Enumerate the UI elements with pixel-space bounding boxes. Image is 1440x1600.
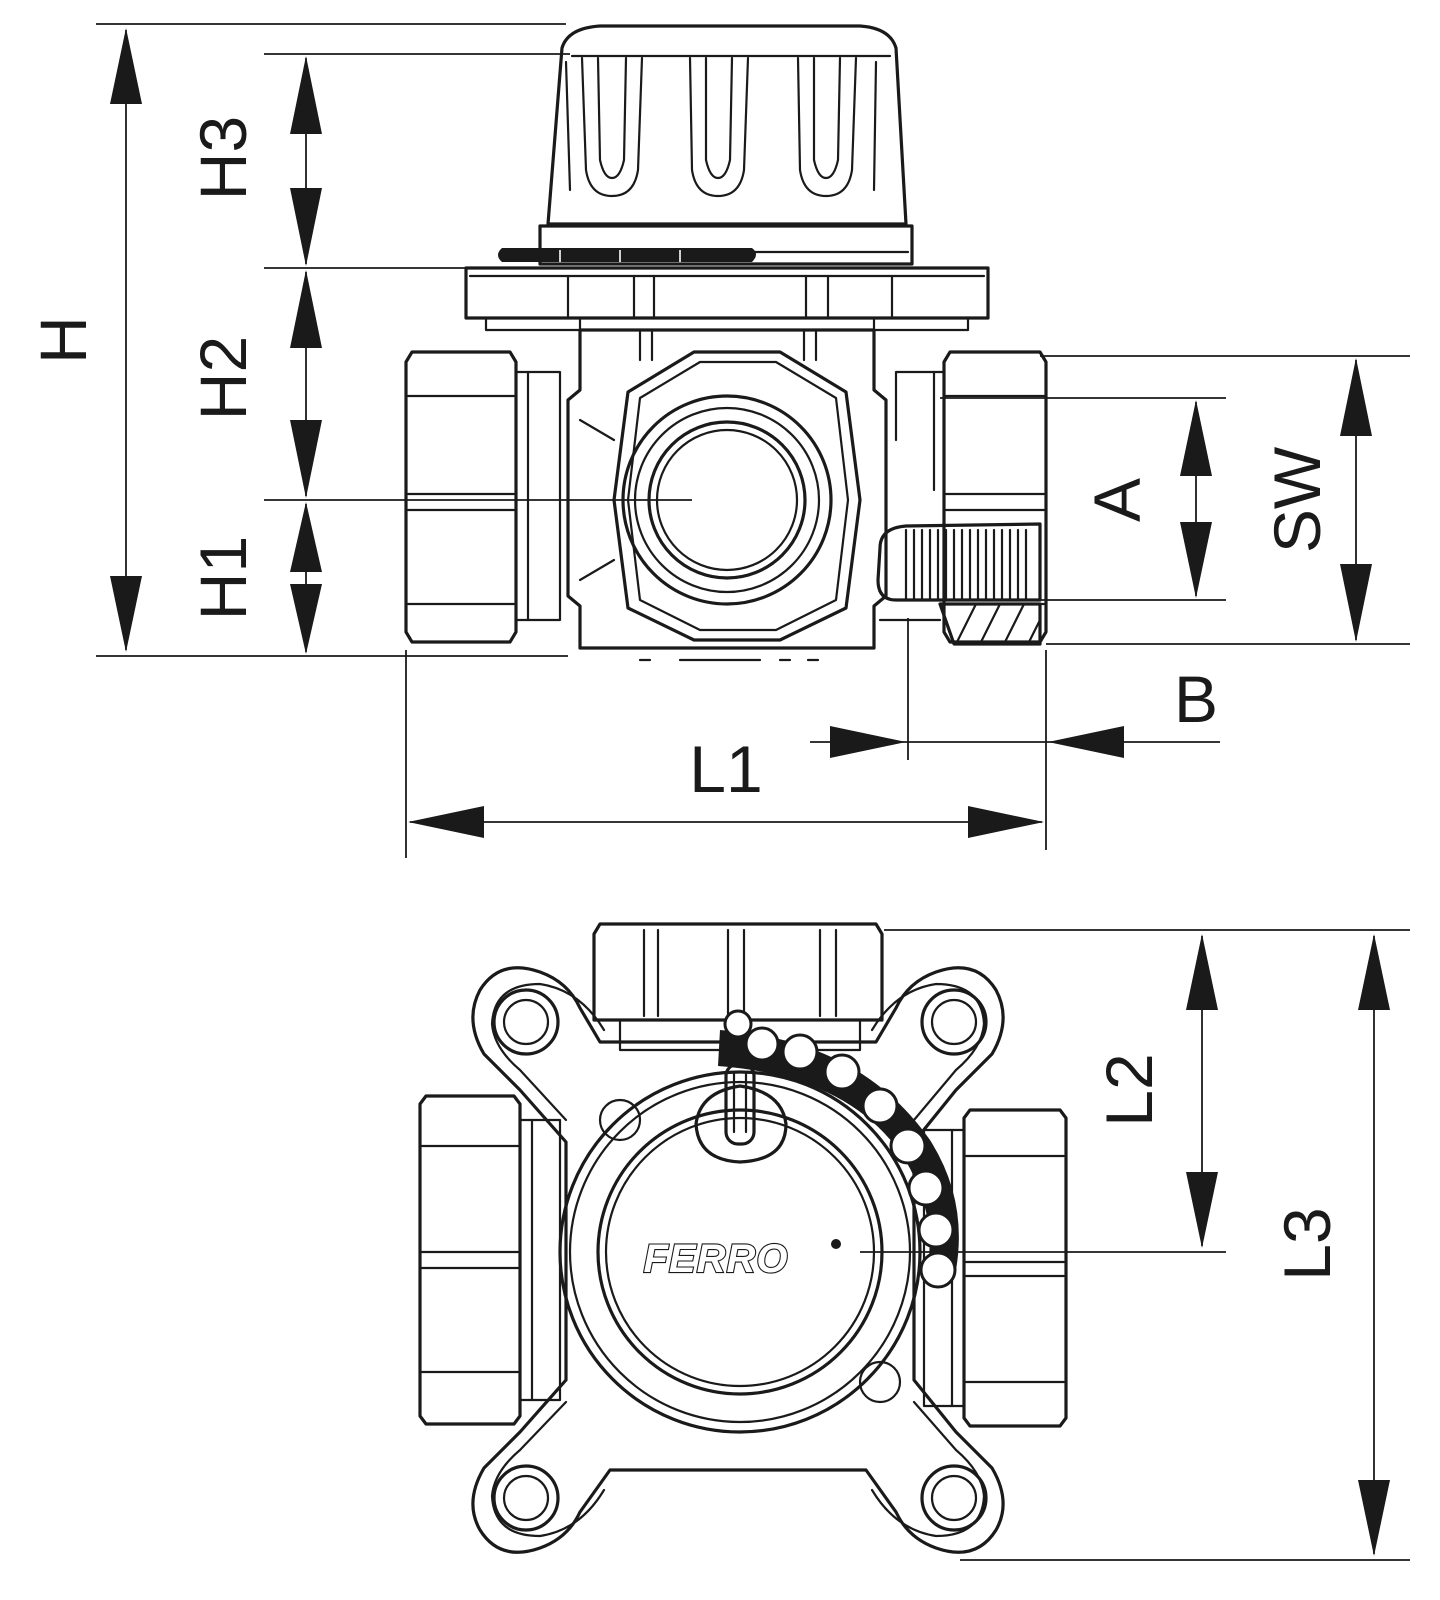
dim-B <box>810 618 1220 850</box>
scale-arc <box>718 1009 959 1289</box>
scale-band <box>498 248 756 262</box>
dim-H2 <box>264 270 692 501</box>
handle-cap <box>538 24 914 266</box>
mounting-plate <box>471 966 1005 1554</box>
label-H2: H2 <box>186 336 260 420</box>
front-port-hex <box>578 350 862 642</box>
label-H: H <box>26 316 100 364</box>
label-B: B <box>1174 662 1218 736</box>
dim-A <box>940 397 1226 601</box>
label-H3: H3 <box>186 116 260 200</box>
brand-registered-dot <box>831 1239 841 1249</box>
brand-logo: FERRO <box>644 1237 789 1281</box>
pointer <box>694 1062 788 1164</box>
label-L3: L3 <box>1270 1207 1344 1280</box>
dim-L3 <box>960 934 1410 1561</box>
thread-section <box>876 522 1042 646</box>
label-SW: SW <box>1260 446 1334 553</box>
left-port-nut-top <box>418 1094 562 1426</box>
valve-body <box>566 328 888 650</box>
dim-L2 <box>860 929 1410 1253</box>
dim-H3 <box>264 53 570 269</box>
label-H1: H1 <box>186 536 260 620</box>
dim-H1 <box>290 502 322 654</box>
top-view: FERRO L2 L3 <box>418 922 1410 1561</box>
left-port-nut <box>404 350 562 644</box>
side-view: H H3 H2 H1 A SW B L1 <box>26 23 1410 858</box>
label-L2: L2 <box>1092 1053 1166 1126</box>
mounting-flange <box>464 266 990 332</box>
dim-SW <box>1040 355 1410 645</box>
label-A: A <box>1080 478 1154 522</box>
label-L1: L1 <box>689 732 762 806</box>
dim-L1 <box>405 650 1044 858</box>
dim-H <box>96 23 568 657</box>
